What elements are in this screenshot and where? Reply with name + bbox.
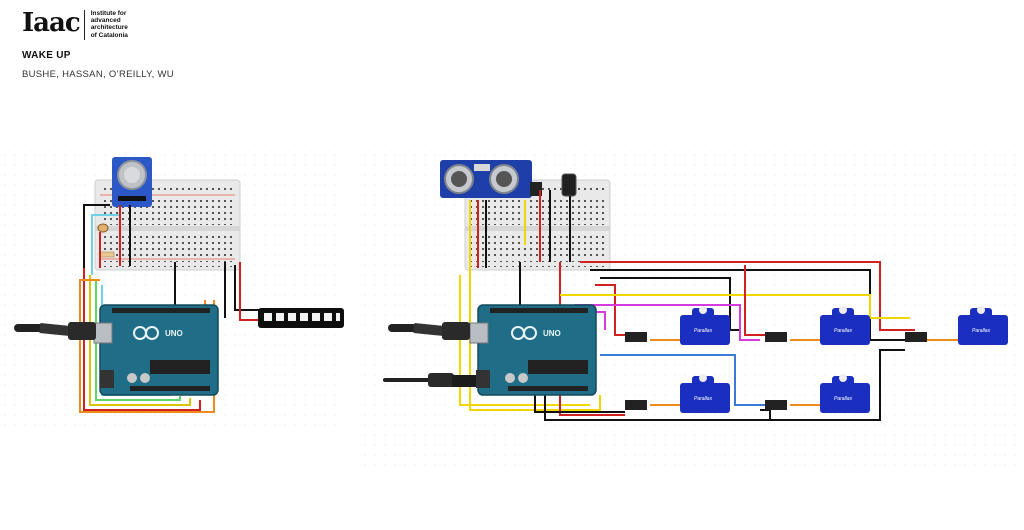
- left-circuit: UNO: [14, 157, 344, 413]
- project-title: WAKE UP: [22, 50, 71, 61]
- logo-text: Institute for advanced architecture of C…: [90, 10, 128, 39]
- right-circuit: UNO Parallax Parall: [383, 160, 1008, 421]
- servo-4: Parallax: [625, 374, 730, 413]
- servo-3-label: Parallax: [972, 328, 991, 334]
- led-strip-icon: [258, 308, 344, 328]
- ultrasonic-sensor-icon: [440, 160, 532, 198]
- gas-sensor-icon: [112, 157, 152, 207]
- right-usb-cable: [388, 322, 470, 340]
- servo-1-label: Parallax: [694, 328, 713, 334]
- logo-mark: Iaac: [22, 8, 81, 38]
- servo-5-label: Parallax: [834, 396, 853, 402]
- servo-2: Parallax: [765, 306, 870, 345]
- left-usb-cable: [14, 322, 96, 340]
- left-arduino: UNO: [93, 304, 219, 396]
- servo-5: Parallax: [765, 374, 870, 413]
- logo-divider: [83, 10, 85, 40]
- right-breadboard: [464, 179, 611, 271]
- power-cable: [383, 373, 476, 387]
- left-board-label: UNO: [165, 329, 183, 338]
- servo-2-label: Parallax: [834, 328, 853, 334]
- right-arduino: UNO: [469, 304, 597, 396]
- capacitor-icon: [561, 173, 577, 197]
- servo-1: Parallax: [625, 306, 730, 345]
- authors: BUSHE, HASSAN, O’REILLY, WU: [22, 69, 174, 80]
- servo-3: Parallax: [905, 306, 1008, 345]
- header: Iaac Institute for advanced architecture…: [22, 10, 174, 80]
- right-board-label: UNO: [543, 329, 561, 338]
- servo-4-label: Parallax: [694, 396, 713, 402]
- photoresistor-icon: [97, 223, 115, 258]
- iaac-logo: Iaac Institute for advanced architecture…: [22, 10, 174, 40]
